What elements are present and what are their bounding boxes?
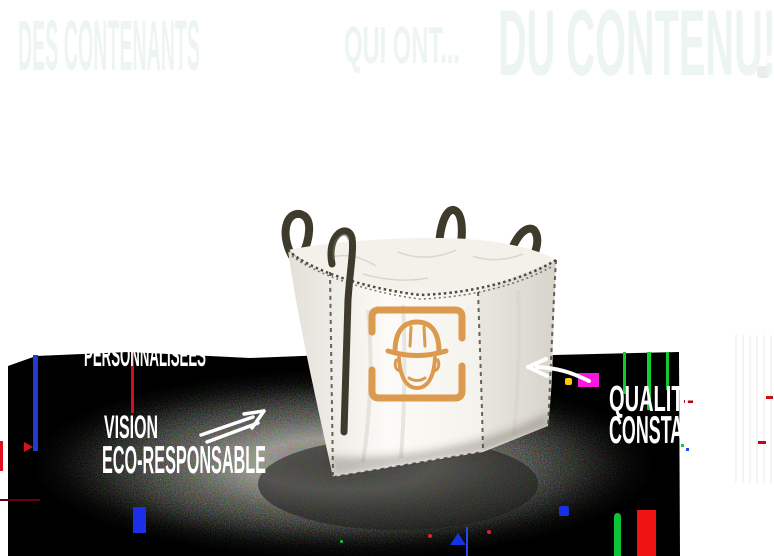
glitch-blue-rect xyxy=(133,507,146,533)
glitch-blue-vline xyxy=(33,355,38,451)
glitch-blue-triangle xyxy=(450,533,466,545)
headline-part-2: QUI ONT... xyxy=(344,16,460,74)
seam-right-edge xyxy=(547,259,557,427)
corner-chip xyxy=(757,66,769,78)
faint-streak-texture xyxy=(735,335,774,483)
logo-ear-right xyxy=(432,358,441,373)
seam-bottom xyxy=(332,451,484,478)
worker-hard-hat-icon xyxy=(368,306,466,402)
logo-face-outline xyxy=(397,356,437,390)
headline-part-3: DU CONTENU! xyxy=(498,0,774,95)
glitch-green-dot-1 xyxy=(340,540,343,543)
logo-helmet-ridge-1 xyxy=(408,325,413,348)
glitch-red-dash-2 xyxy=(758,441,766,444)
glitch-red-edge xyxy=(0,441,3,471)
logo-helmet-brim xyxy=(385,348,449,358)
logo-bracket-bottom xyxy=(368,362,466,402)
big-bag-image xyxy=(281,206,557,478)
glitch-red-dash-3 xyxy=(766,396,773,399)
logo-ear-left xyxy=(393,358,402,373)
glitch-green-vline-1 xyxy=(623,352,626,394)
glitch-red-bar xyxy=(637,510,656,556)
glitch-green-dot-2 xyxy=(681,444,684,447)
rim-stitching xyxy=(287,249,557,300)
glitch-darkred-hline xyxy=(0,499,40,501)
logo-helmet-ridge-2 xyxy=(422,325,427,348)
glitch-red-triangle xyxy=(24,442,33,452)
glitch-green-vline-3 xyxy=(666,352,669,390)
glitch-magenta-rect xyxy=(578,373,599,387)
glitch-red-dot-1 xyxy=(428,534,432,538)
logo-mouth xyxy=(407,376,427,382)
logo-bracket-top xyxy=(368,306,466,342)
seam-front-right xyxy=(477,291,484,451)
glitch-red-dash-1 xyxy=(684,400,693,403)
bag-contact-shadow xyxy=(258,438,538,530)
glitch-red-vline xyxy=(131,352,134,413)
handle-loop-left xyxy=(281,210,314,262)
bag-bottom-shading xyxy=(328,412,549,477)
bag-body xyxy=(288,250,556,477)
glitch-blue-vline-2 xyxy=(466,527,468,556)
headline-part-1: DES CONTENANTS xyxy=(18,5,200,86)
handle-strap-highlight xyxy=(332,233,350,261)
glitch-blue-dot xyxy=(559,506,569,516)
glitch-blue-dot-2 xyxy=(686,448,689,451)
logo-helmet-dome xyxy=(392,319,442,355)
glitch-green-bar xyxy=(614,513,621,556)
glitch-red-dot-2 xyxy=(487,530,491,534)
seam-front-left xyxy=(329,271,334,476)
bag-seams xyxy=(329,259,557,478)
glitch-green-vline-2 xyxy=(647,352,651,410)
handle-strap-front xyxy=(327,227,356,436)
